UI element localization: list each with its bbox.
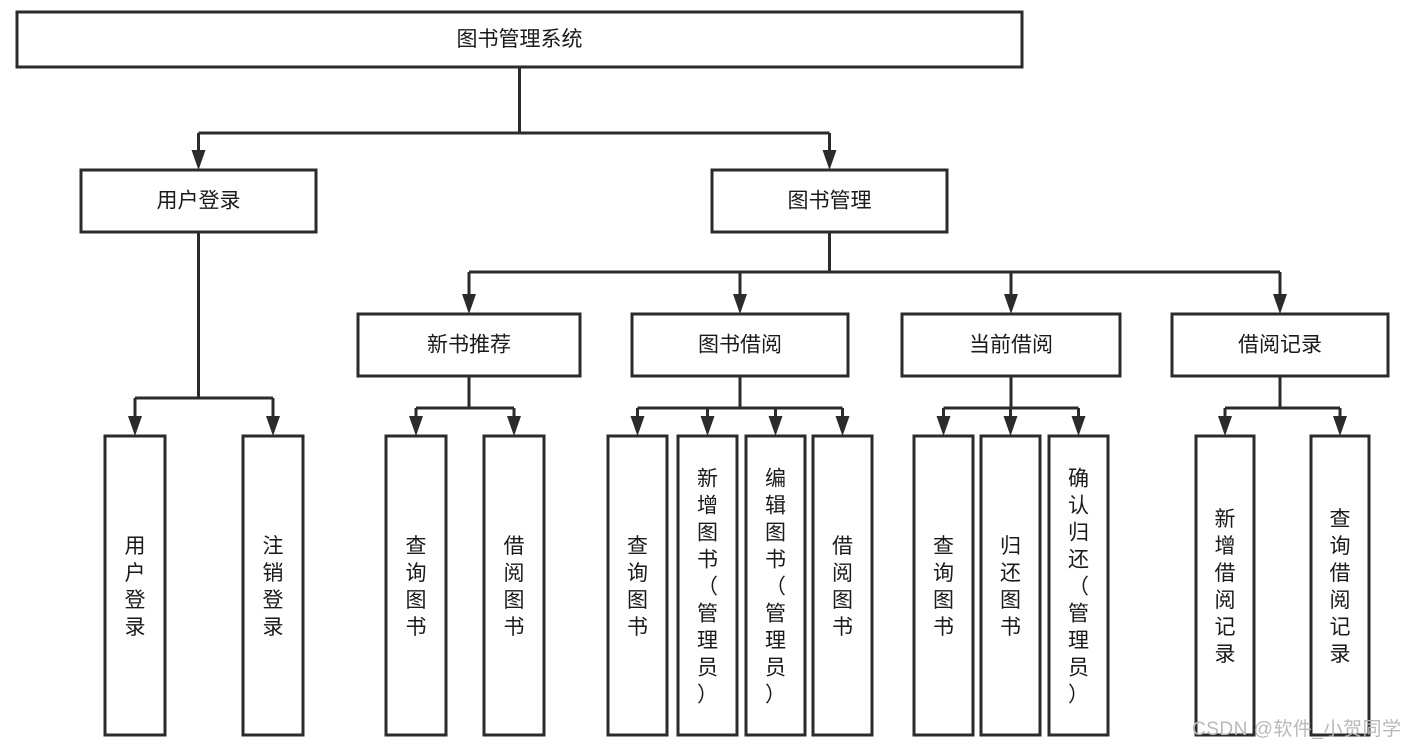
arrow-head xyxy=(409,416,423,436)
node-box xyxy=(1309,434,1371,737)
node-level2-0[interactable]: 用户登录 xyxy=(79,168,318,234)
arrow-head xyxy=(1333,416,1347,436)
edges-layer xyxy=(128,67,1347,436)
node-leaf-8[interactable]: 查询图书 xyxy=(912,434,975,737)
arrow-head xyxy=(128,416,142,436)
arrow-head xyxy=(266,416,280,436)
edge-group-root xyxy=(191,67,837,170)
edge-group-new-book xyxy=(409,376,521,436)
node-box xyxy=(241,434,305,737)
arrow-head xyxy=(822,150,837,170)
node-leaf-3[interactable]: 借阅图书 xyxy=(482,434,546,737)
arrow-head xyxy=(835,416,850,436)
node-level3-2[interactable]: 当前借阅 xyxy=(900,312,1122,378)
arrow-head xyxy=(936,416,951,436)
node-leaf-12[interactable]: 查询借阅记录 xyxy=(1309,434,1371,737)
node-label: 用户登录 xyxy=(157,190,241,213)
node-box xyxy=(482,434,546,737)
node-label: 查询图书 xyxy=(627,535,648,639)
nodes-layer: 图书管理系统用户登录图书管理新书推荐图书借阅当前借阅借阅记录用户登录注销登录查询… xyxy=(15,10,1390,737)
node-label: 图书借阅 xyxy=(698,334,782,357)
node-box xyxy=(710,168,949,234)
node-label: 查询图书 xyxy=(406,535,427,639)
node-leaf-6[interactable]: 编辑图书（管理员） xyxy=(744,434,807,737)
node-leaf-2[interactable]: 查询图书 xyxy=(384,434,448,737)
node-box xyxy=(811,434,874,737)
arrow-head xyxy=(507,416,521,436)
node-label: 查询图书 xyxy=(933,535,954,639)
node-leaf-9[interactable]: 归还图书 xyxy=(979,434,1042,737)
node-level3-1[interactable]: 图书借阅 xyxy=(630,312,850,378)
node-label: 归还图书 xyxy=(1000,535,1021,639)
node-box xyxy=(912,434,975,737)
node-leaf-1[interactable]: 注销登录 xyxy=(241,434,305,737)
arrow-head xyxy=(462,294,476,314)
node-leaf-4[interactable]: 查询图书 xyxy=(606,434,669,737)
node-label: 图书管理 xyxy=(788,190,872,213)
edge-group-borrow xyxy=(630,376,850,436)
node-leaf-7[interactable]: 借阅图书 xyxy=(811,434,874,737)
edge-group-record xyxy=(1218,376,1347,436)
node-box xyxy=(900,312,1122,378)
arrow-head xyxy=(630,416,645,436)
node-label: 借阅图书 xyxy=(832,535,853,639)
node-label: 借阅图书 xyxy=(504,535,525,639)
arrow-head xyxy=(700,416,715,436)
node-leaf-11[interactable]: 新增借阅记录 xyxy=(1194,434,1256,737)
node-box xyxy=(15,10,1024,69)
edge-group-current xyxy=(936,376,1086,436)
node-level2-1[interactable]: 图书管理 xyxy=(710,168,949,234)
node-level3-3[interactable]: 借阅记录 xyxy=(1170,312,1390,378)
arrow-head xyxy=(1218,416,1232,436)
node-box xyxy=(1194,434,1256,737)
node-leaf-0[interactable]: 用户登录 xyxy=(103,434,167,737)
node-box xyxy=(1047,434,1110,737)
node-label: 编辑图书（管理员） xyxy=(765,467,786,706)
node-level3-0[interactable]: 新书推荐 xyxy=(356,312,582,378)
node-label: 确认归还（管理员） xyxy=(1068,467,1089,706)
arrow-head xyxy=(733,294,747,314)
node-label: 图书管理系统 xyxy=(457,28,583,51)
node-label: 新增图书（管理员） xyxy=(697,467,718,706)
node-label: 当前借阅 xyxy=(969,334,1053,357)
edge-group-book-management xyxy=(462,232,1287,314)
node-label: 用户登录 xyxy=(125,535,146,639)
arrow-head xyxy=(1273,294,1287,314)
edge-group-user-login xyxy=(128,232,280,436)
node-box xyxy=(979,434,1042,737)
node-box xyxy=(744,434,807,737)
node-box xyxy=(606,434,669,737)
node-box xyxy=(384,434,448,737)
arrow-head xyxy=(191,150,206,170)
node-leaf-5[interactable]: 新增图书（管理员） xyxy=(676,434,739,737)
node-label: 新增借阅记录 xyxy=(1215,508,1236,666)
node-box xyxy=(103,434,167,737)
node-label: 查询借阅记录 xyxy=(1330,508,1351,666)
arrow-head xyxy=(1071,416,1086,436)
node-label: 注销登录 xyxy=(263,535,284,639)
node-root-0[interactable]: 图书管理系统 xyxy=(15,10,1024,69)
node-label: 借阅记录 xyxy=(1238,334,1322,357)
node-box xyxy=(356,312,582,378)
arrow-head xyxy=(1003,416,1018,436)
node-box xyxy=(676,434,739,737)
arrow-head xyxy=(768,416,783,436)
node-leaf-10[interactable]: 确认归还（管理员） xyxy=(1047,434,1110,737)
node-label: 新书推荐 xyxy=(427,334,511,357)
node-box xyxy=(79,168,318,234)
node-box xyxy=(630,312,850,378)
node-box xyxy=(1170,312,1390,378)
arrow-head xyxy=(1004,294,1018,314)
